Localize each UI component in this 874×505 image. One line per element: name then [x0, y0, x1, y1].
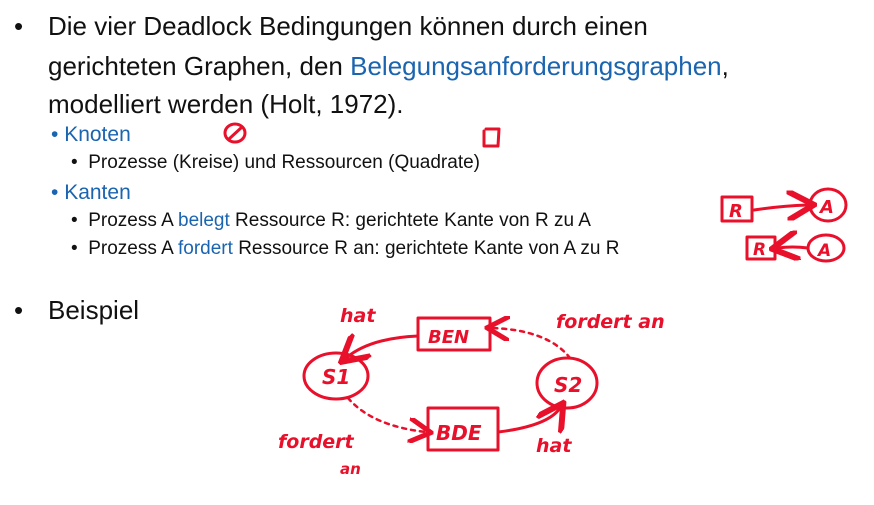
svg-text:R: R: [753, 240, 766, 260]
process-s2: [535, 356, 599, 410]
svg-text:A: A: [816, 241, 831, 261]
square-sketch-icon: [482, 127, 501, 148]
svg-text:A: A: [818, 197, 834, 218]
label-an-bottom: an: [340, 460, 361, 478]
edge-ben-s1: [346, 336, 420, 358]
label-fordert-bottom: fordert: [278, 431, 355, 453]
edge-s1-bde: [346, 396, 426, 432]
main-line-2: gerichteten Graphen, den Belegungsanford…: [48, 51, 729, 81]
label-hat-bottom: hat: [536, 435, 572, 457]
svg-text:S2: S2: [554, 373, 582, 397]
kanten-item-1: • Prozess A belegt Ressource R: gerichte…: [71, 210, 591, 231]
edge-bde-s2: [496, 408, 560, 432]
label-hat-top: hat: [340, 305, 376, 327]
svg-text:R: R: [729, 201, 743, 222]
main-line-1: Die vier Deadlock Bedingungen können dur…: [48, 11, 648, 41]
sub-bullet-knoten: • Knoten: [51, 123, 131, 146]
svg-text:BDE: BDE: [436, 421, 482, 445]
process-a-circle-2: [806, 233, 846, 263]
edge-s2-ben: [492, 328, 572, 360]
svg-text:S1: S1: [322, 365, 350, 389]
label-fordert-an-top: fordert an: [556, 311, 665, 333]
circle-sketch-icon: [223, 122, 247, 144]
svg-text:BEN: BEN: [428, 327, 469, 348]
term-belegungsanforderungsgraph: Belegungsanforderungsgraphen: [350, 51, 722, 81]
sub-bullet-kanten: • Kanten: [51, 181, 131, 204]
bullet-dot: •: [14, 11, 24, 41]
main-line-3: modelliert werden (Holt, 1972).: [48, 89, 404, 119]
resource-r-square: [720, 195, 754, 223]
process-s1: [302, 351, 370, 401]
process-a-circle: [808, 187, 848, 223]
knoten-desc: • Prozesse (Kreise) und Ressourcen (Quad…: [71, 152, 481, 173]
kanten-item-2: • Prozess A fordert Ressource R an: geri…: [71, 238, 620, 259]
